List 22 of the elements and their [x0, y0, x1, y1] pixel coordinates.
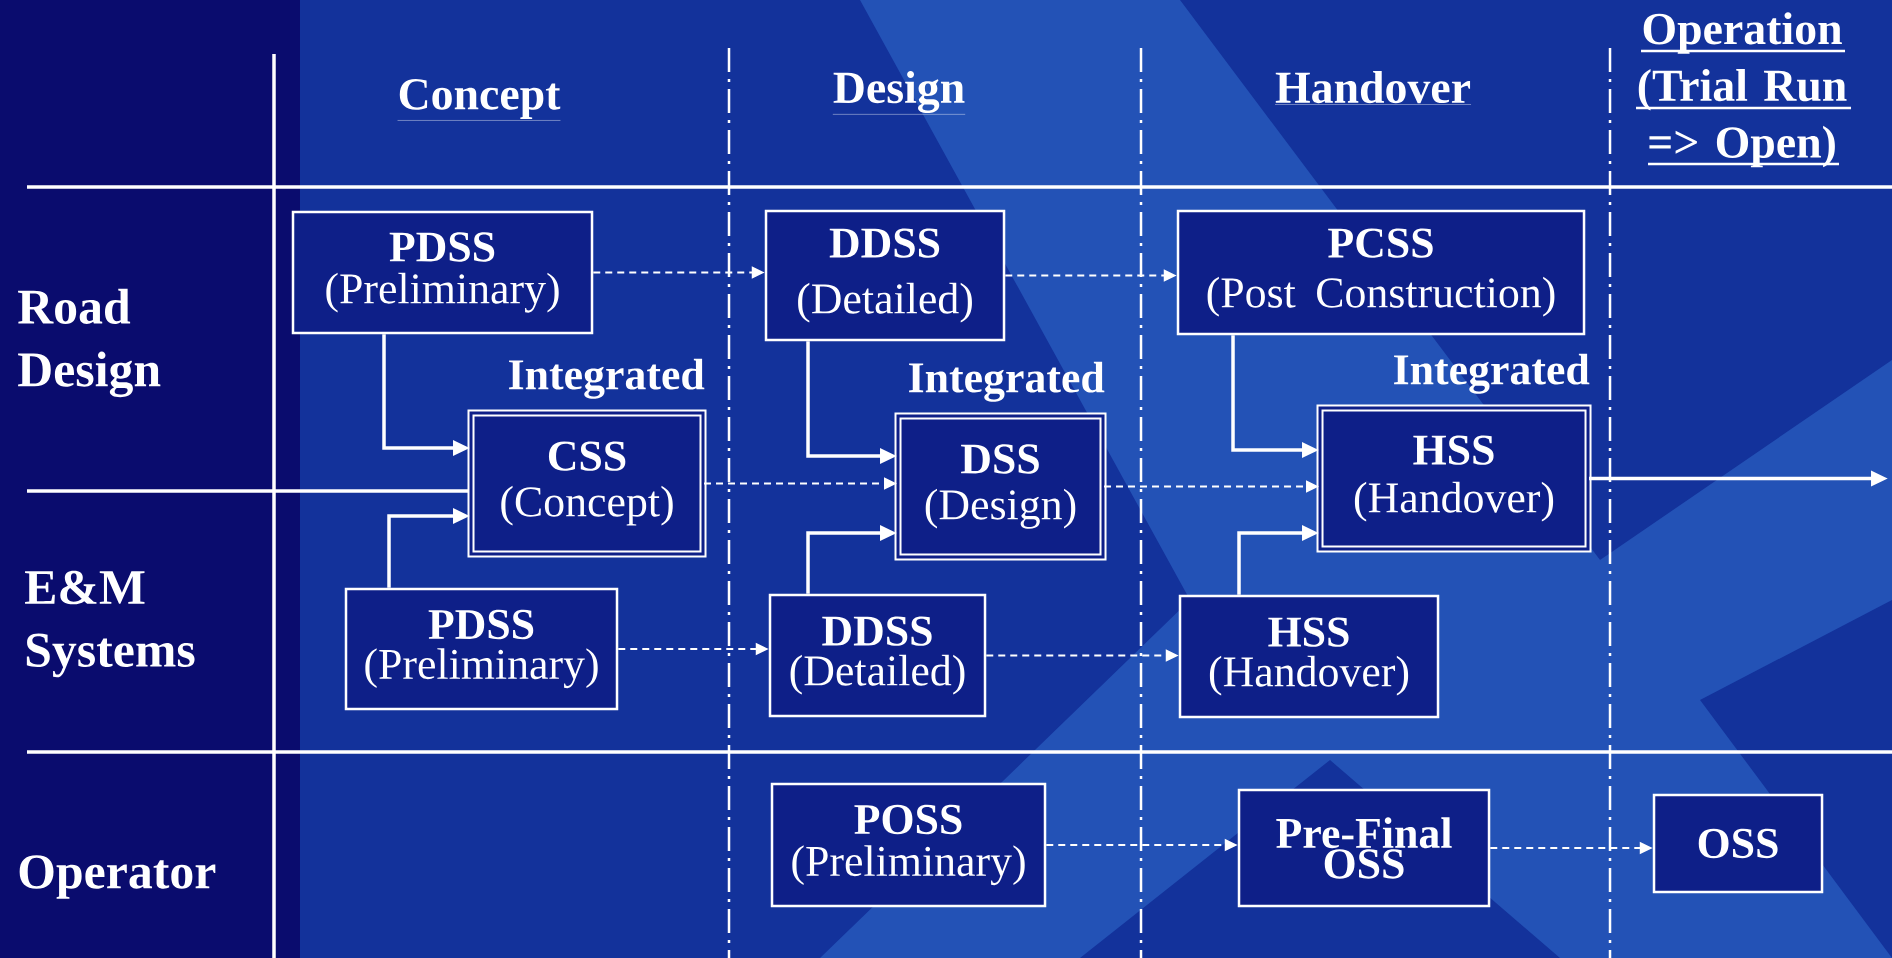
column-header: Design	[832, 71, 966, 115]
column-header: Handover	[1274, 70, 1472, 105]
process-box: POSS (Preliminary)	[770, 782, 1047, 908]
process-box: PCSS (Post Construction)	[1176, 209, 1586, 336]
box-heading: Integrated	[1394, 353, 1590, 394]
process-box: Pre-Final OSS	[1237, 788, 1491, 908]
integrated-box: CSS (Concept)	[467, 409, 707, 558]
process-box: DDSS (Detailed)	[764, 209, 1006, 342]
process-box: DDSS (Detailed)	[768, 593, 987, 718]
process-box: PDSS (Preliminary)	[344, 587, 619, 711]
process-box: HSS (Handover)	[1178, 594, 1440, 719]
column-header: Operation (Trial Run => Open)	[1636, 12, 1851, 168]
column-header: Concept	[397, 78, 561, 121]
box-heading: Integrated	[909, 361, 1105, 402]
integrated-box: DSS (Design)	[894, 412, 1107, 561]
row-label: Road Design	[18, 288, 161, 398]
row-label: E&M Systems	[25, 570, 195, 678]
box-heading: Integrated	[509, 358, 705, 399]
integrated-box: HSS (Handover)	[1316, 404, 1592, 553]
row-label: Operator	[19, 855, 216, 899]
process-box: OSS	[1652, 793, 1824, 894]
process-box: PDSS (Preliminary)	[291, 210, 594, 335]
